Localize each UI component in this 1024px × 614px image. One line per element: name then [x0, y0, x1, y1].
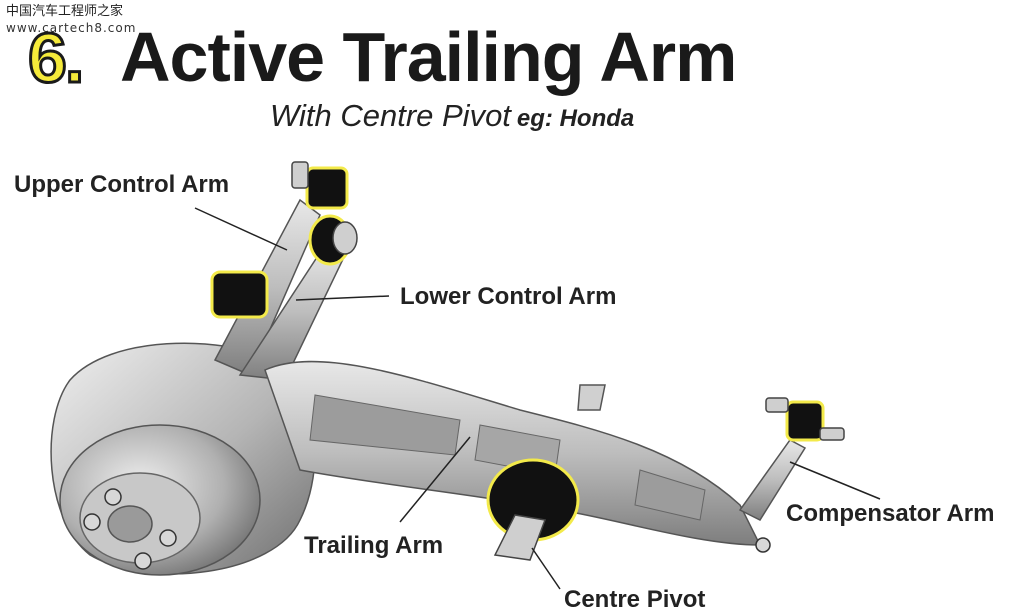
label-upper-control-arm: Upper Control Arm — [14, 171, 230, 198]
trailing-arm-body — [264, 360, 762, 546]
upper-arm-outer-bushing — [305, 166, 349, 210]
page-title: Active Trailing Arm — [120, 18, 737, 96]
compensator-arm-body — [738, 439, 807, 553]
watermark-url: www.cartech8.com — [6, 21, 137, 35]
trailing-arm-leader — [399, 436, 471, 523]
watermark: 中国汽车工程师之家 www.cartech8.com — [6, 4, 136, 36]
lower-arm-leader — [295, 295, 390, 301]
hub-knuckle — [50, 342, 316, 576]
label-lower-control-arm: Lower Control Arm — [400, 283, 617, 310]
section-number: 6. — [26, 18, 85, 99]
leader-lines — [194, 207, 881, 590]
subtitle-example: eg: Honda — [516, 105, 635, 132]
compensator-bushing — [785, 400, 825, 442]
label-trailing-arm: Trailing Arm — [304, 532, 444, 559]
watermark-site-name: 中国汽车工程师之家 — [6, 4, 124, 19]
lower-arm-bushing — [210, 270, 269, 319]
subtitle-text: With Centre Pivot — [270, 98, 511, 133]
bushings — [210, 166, 825, 542]
upper-arm-leader — [194, 207, 288, 251]
label-centre-pivot: Centre Pivot — [564, 586, 706, 613]
label-compensator-arm: Compensator Arm — [786, 500, 995, 527]
centre-pivot-leader — [531, 547, 561, 590]
compensator-arm-leader — [789, 461, 881, 500]
wheel-stud-icon — [83, 488, 177, 570]
